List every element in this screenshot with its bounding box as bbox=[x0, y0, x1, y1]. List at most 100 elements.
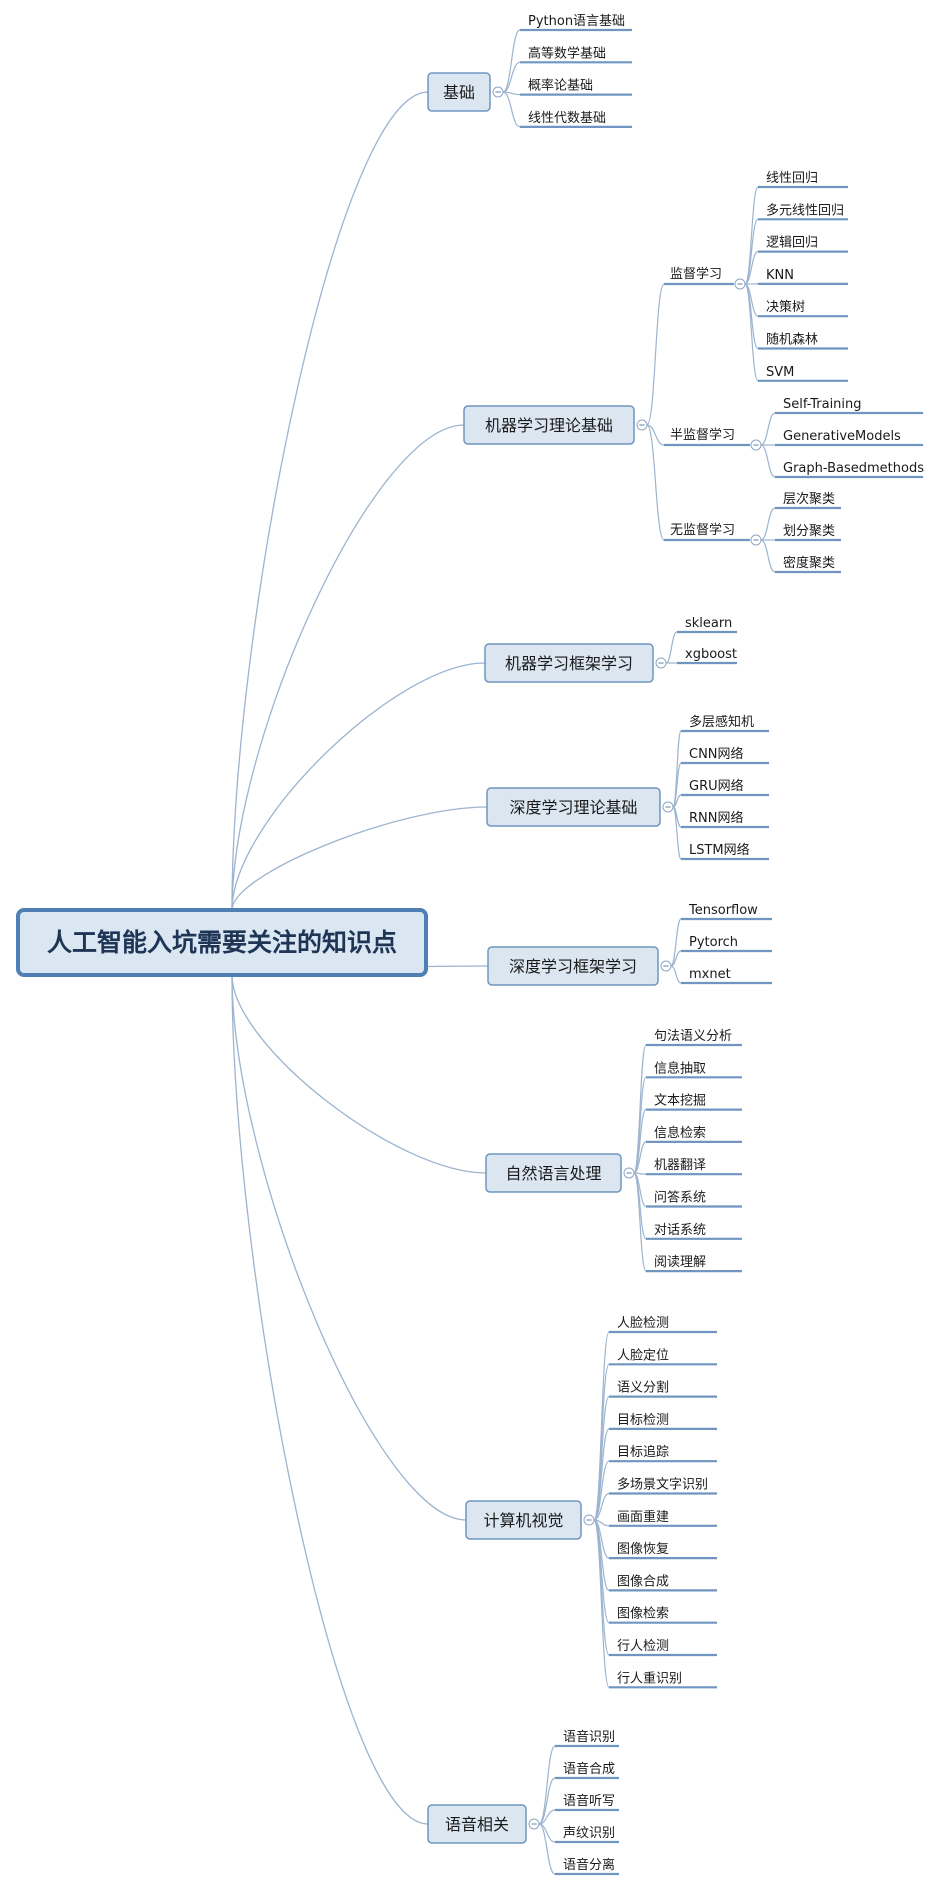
leaf-node[interactable]: 对话系统 bbox=[646, 1223, 742, 1240]
leaf-node-label: 行人检测 bbox=[617, 1639, 669, 1654]
branch-collapse-toggle[interactable] bbox=[583, 1514, 595, 1526]
root-node[interactable]: 人工智能入坑需要关注的知识点 bbox=[16, 908, 428, 977]
branch-collapse-toggle[interactable] bbox=[660, 960, 672, 972]
branch-collapse-toggle[interactable] bbox=[528, 1818, 540, 1830]
branch-node[interactable]: 基础 bbox=[427, 72, 491, 112]
leaf-node[interactable]: 决策树 bbox=[758, 299, 848, 318]
leaf-node[interactable]: 行人重识别 bbox=[609, 1670, 717, 1689]
root-node-label: 人工智能入坑需要关注的知识点 bbox=[47, 928, 397, 957]
leaf-node[interactable]: 多元线性回归 bbox=[758, 202, 848, 221]
leaf-node[interactable]: 声纹识别 bbox=[555, 1826, 619, 1844]
sub-branch-label: 半监督学习 bbox=[670, 427, 735, 443]
leaf-node[interactable]: 多层感知机 bbox=[681, 714, 769, 733]
leaf-node[interactable]: Graph-Basedmethods bbox=[775, 461, 924, 479]
leaf-node[interactable]: 人脸检测 bbox=[609, 1316, 717, 1334]
leaf-node[interactable]: 概率论基础 bbox=[520, 78, 632, 96]
sub-branch-connector bbox=[646, 283, 665, 426]
leaf-node[interactable]: mxnet bbox=[681, 967, 772, 985]
leaf-node[interactable]: 语音合成 bbox=[555, 1761, 619, 1780]
leaf-node[interactable]: 问答系统 bbox=[646, 1190, 742, 1208]
leaf-node[interactable]: 逻辑回归 bbox=[758, 236, 848, 253]
branch-collapse-toggle[interactable] bbox=[492, 86, 504, 98]
leaf-node[interactable]: 语音分离 bbox=[555, 1857, 619, 1876]
branch-node[interactable]: 深度学习框架学习 bbox=[487, 946, 659, 986]
branch-node-label: 自然语言处理 bbox=[505, 1164, 601, 1183]
leaf-node-label: KNN bbox=[766, 268, 794, 283]
leaf-node-label: Python语言基础 bbox=[528, 14, 625, 29]
leaf-connector bbox=[672, 794, 682, 808]
branch-collapse-toggle[interactable] bbox=[636, 419, 648, 431]
leaf-connector bbox=[593, 1460, 610, 1521]
leaf-node[interactable]: 图像合成 bbox=[609, 1574, 717, 1592]
leaf-node[interactable]: xgboost bbox=[677, 647, 737, 665]
leaf-node[interactable]: 目标检测 bbox=[609, 1413, 717, 1431]
leaf-node[interactable]: GRU网络 bbox=[681, 778, 769, 797]
leaf-node[interactable]: Self-Training bbox=[775, 397, 923, 415]
leaf-node-label: 句法语义分析 bbox=[654, 1029, 732, 1044]
leaf-node-label: SVM bbox=[766, 365, 794, 380]
leaf-node[interactable]: 语音听写 bbox=[555, 1793, 619, 1812]
branch-collapse-toggle[interactable] bbox=[655, 657, 667, 669]
leaf-node[interactable]: sklearn bbox=[677, 616, 737, 634]
leaf-node[interactable]: 语义分割 bbox=[609, 1380, 717, 1398]
leaf-node[interactable]: 高等数学基础 bbox=[520, 45, 632, 64]
sub-branch-node[interactable]: 无监督学习 bbox=[664, 522, 750, 542]
leaf-node[interactable]: 多场景文字识别 bbox=[609, 1477, 717, 1495]
leaf-node-label: 语义分割 bbox=[617, 1380, 669, 1396]
leaf-node[interactable]: 信息抽取 bbox=[646, 1060, 742, 1079]
branch-node-label: 深度学习框架学习 bbox=[509, 957, 637, 976]
leaf-node[interactable]: 阅读理解 bbox=[646, 1255, 742, 1273]
branch-collapse-toggle[interactable] bbox=[662, 801, 674, 813]
leaf-node[interactable]: Pytorch bbox=[681, 935, 772, 953]
leaf-node-label: 信息抽取 bbox=[654, 1060, 706, 1076]
branch-node[interactable]: 深度学习理论基础 bbox=[486, 787, 661, 827]
leaf-connector bbox=[744, 251, 759, 285]
leaf-node[interactable]: 句法语义分析 bbox=[646, 1029, 742, 1047]
leaf-node[interactable]: RNN网络 bbox=[681, 810, 769, 829]
leaf-node[interactable]: 行人检测 bbox=[609, 1639, 717, 1657]
leaf-node[interactable]: 线性代数基础 bbox=[520, 111, 632, 129]
leaf-node[interactable]: 目标追踪 bbox=[609, 1444, 717, 1463]
sub-branch-node[interactable]: 监督学习 bbox=[664, 266, 734, 286]
leaf-node-label: 多元线性回归 bbox=[766, 202, 844, 218]
branch-node[interactable]: 计算机视觉 bbox=[465, 1500, 582, 1540]
branch-node[interactable]: 机器学习理论基础 bbox=[463, 405, 635, 445]
leaf-node-label: Pytorch bbox=[689, 935, 738, 950]
leaf-node[interactable]: 人脸定位 bbox=[609, 1348, 717, 1366]
leaf-node[interactable]: Tensorflow bbox=[681, 903, 772, 921]
leaf-node[interactable]: LSTM网络 bbox=[681, 842, 769, 861]
leaf-node[interactable]: 机器翻译 bbox=[646, 1158, 742, 1176]
branch-node[interactable]: 语音相关 bbox=[427, 1804, 527, 1844]
leaf-node-label: 声纹识别 bbox=[563, 1826, 615, 1841]
leaf-node-label: 图像恢复 bbox=[617, 1542, 669, 1557]
branch-collapse-toggle[interactable] bbox=[623, 1167, 635, 1179]
sub-branch-collapse-toggle[interactable] bbox=[750, 534, 762, 546]
leaf-node-label: 人脸检测 bbox=[617, 1316, 669, 1331]
leaf-node[interactable]: CNN网络 bbox=[681, 746, 769, 765]
leaf-node-label: RNN网络 bbox=[689, 810, 743, 826]
leaf-node[interactable]: Python语言基础 bbox=[520, 14, 632, 32]
leaf-node[interactable]: 层次聚类 bbox=[775, 491, 841, 510]
leaf-node[interactable]: 图像恢复 bbox=[609, 1542, 717, 1560]
sub-branch-collapse-toggle[interactable] bbox=[734, 278, 746, 290]
sub-branch-node[interactable]: 半监督学习 bbox=[664, 427, 750, 447]
leaf-node[interactable]: KNN bbox=[758, 268, 848, 285]
leaf-node[interactable]: 文本挖掘 bbox=[646, 1094, 742, 1111]
leaf-node[interactable]: 随机森林 bbox=[758, 333, 848, 350]
branch-node[interactable]: 自然语言处理 bbox=[485, 1153, 622, 1193]
leaf-node[interactable]: GenerativeModels bbox=[775, 429, 923, 447]
leaf-node[interactable]: SVM bbox=[758, 365, 848, 382]
leaf-node[interactable]: 语音识别 bbox=[555, 1729, 619, 1748]
leaf-node[interactable]: 画面重建 bbox=[609, 1509, 717, 1527]
leaf-node[interactable]: 划分聚类 bbox=[775, 524, 841, 542]
sub-branch-collapse-toggle[interactable] bbox=[750, 439, 762, 451]
branch-node[interactable]: 机器学习框架学习 bbox=[484, 643, 654, 683]
branch-connector bbox=[231, 974, 467, 1521]
leaf-node[interactable]: 信息检索 bbox=[646, 1125, 742, 1144]
leaf-node-label: 语音听写 bbox=[563, 1793, 615, 1809]
leaf-node[interactable]: 线性回归 bbox=[758, 171, 848, 189]
leaf-node[interactable]: 图像检索 bbox=[609, 1607, 717, 1624]
leaf-node[interactable]: 密度聚类 bbox=[775, 555, 841, 574]
